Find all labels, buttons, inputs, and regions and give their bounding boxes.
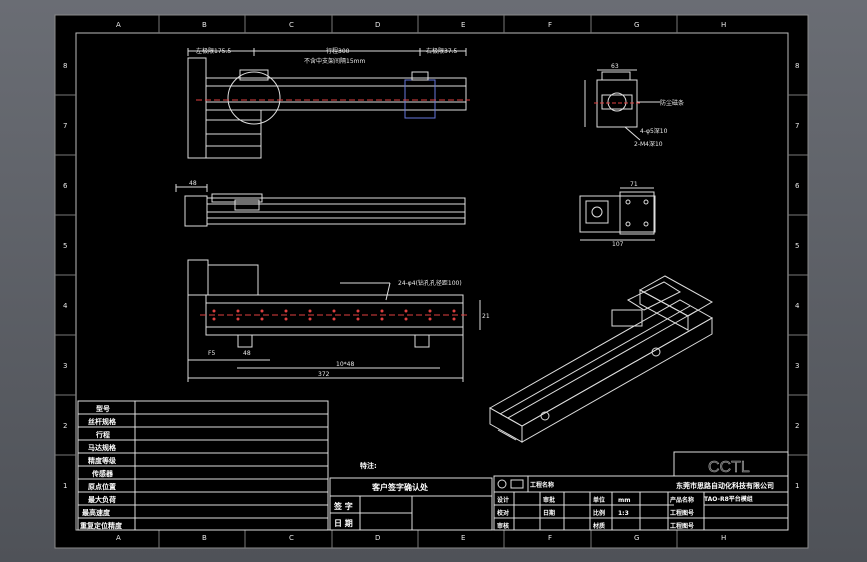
tb-design: 设计 bbox=[497, 496, 509, 504]
tb-scale-value: 1:3 bbox=[618, 510, 629, 517]
col-mark-h: H bbox=[721, 21, 726, 29]
row-mark-6-right: 6 bbox=[795, 182, 800, 190]
tb-approve: 审核 bbox=[497, 522, 509, 530]
bottom-view bbox=[187, 259, 481, 382]
param-origin: 原点位置 bbox=[88, 482, 116, 491]
top-view bbox=[187, 48, 470, 159]
col-mark-a-bottom: A bbox=[116, 534, 121, 542]
row-mark-5-right: 5 bbox=[795, 242, 799, 250]
dim-stroke: 行程300 bbox=[326, 47, 350, 55]
param-model: 型号 bbox=[96, 404, 110, 413]
drawing-sheet bbox=[54, 14, 809, 549]
row-mark-3-right: 3 bbox=[795, 362, 799, 370]
col-mark-c-bottom: C bbox=[289, 534, 294, 542]
col-mark-g-bottom: G bbox=[634, 534, 639, 542]
param-stroke: 行程 bbox=[95, 430, 110, 439]
tb-check: 校对 bbox=[497, 509, 509, 517]
row-mark-2: 2 bbox=[63, 422, 67, 430]
remarks-label: 特注: bbox=[360, 461, 377, 470]
row-mark-2-right: 2 bbox=[795, 422, 799, 430]
end-label-dust: 防尘磁条 bbox=[660, 99, 684, 107]
param-screw: 丝杆规格 bbox=[88, 417, 117, 426]
col-mark-e: E bbox=[461, 21, 465, 29]
tb-drawing-no: 工程图号 bbox=[670, 509, 694, 517]
engineering-name-label: 工程名称 bbox=[530, 481, 554, 489]
dim-f5: F5 bbox=[208, 350, 215, 357]
row-mark-7-right: 7 bbox=[795, 122, 799, 130]
col-mark-h-bottom: H bbox=[721, 534, 726, 542]
col-mark-g: G bbox=[634, 21, 639, 29]
tb-engineering-no: 工程图号 bbox=[670, 522, 694, 530]
tb-date: 日期 bbox=[543, 509, 555, 517]
dim-end-63: 63 bbox=[611, 63, 619, 70]
end-view-top bbox=[584, 69, 660, 141]
confirm-date-label: 日 期 bbox=[334, 518, 353, 528]
company-name: 东莞市思路自动化科技有限公司 bbox=[676, 481, 774, 490]
confirm-title: 客户签字确认处 bbox=[371, 482, 429, 492]
dim-48: 48 bbox=[243, 350, 251, 357]
column-ticks bbox=[55, 15, 808, 548]
tb-review: 审批 bbox=[543, 496, 555, 504]
dim-left-limit: 左极限175.5 bbox=[196, 47, 231, 55]
column-markers: A B C D E F G H A B C D E F G H bbox=[116, 21, 726, 542]
tb-unit: 单位 bbox=[593, 496, 605, 504]
front-view bbox=[175, 184, 466, 227]
col-mark-f-bottom: F bbox=[548, 534, 552, 542]
end-label-threads: 2-M4深10 bbox=[634, 140, 663, 148]
dim-end-107: 107 bbox=[612, 241, 624, 248]
param-table bbox=[77, 400, 329, 531]
dim-side-48: 48 bbox=[189, 180, 197, 187]
row-mark-8-right: 8 bbox=[795, 62, 799, 70]
param-max-speed: 最高速度 bbox=[82, 508, 111, 517]
isometric-view bbox=[488, 275, 714, 443]
dim-end-71: 71 bbox=[630, 181, 638, 188]
tb-product-name: 产品名称 bbox=[670, 496, 694, 504]
col-mark-b: B bbox=[202, 21, 207, 29]
bolt-holes bbox=[212, 309, 456, 321]
row-markers: 8 7 6 5 4 3 2 1 8 7 6 5 4 3 2 1 bbox=[63, 62, 800, 490]
param-precision: 精度等级 bbox=[88, 456, 117, 465]
param-max-load: 最大负荷 bbox=[88, 495, 116, 504]
dim-right-limit: 右极限37.5 bbox=[426, 47, 458, 55]
row-mark-6: 6 bbox=[63, 182, 68, 190]
row-mark-1: 1 bbox=[63, 482, 67, 490]
dim-bolt-note: 24-φ4(钻孔孔径距100) bbox=[398, 279, 462, 287]
end-view-bottom bbox=[579, 187, 656, 241]
row-mark-1-right: 1 bbox=[795, 482, 799, 490]
col-mark-b-bottom: B bbox=[202, 534, 207, 542]
tb-unit-value: mm bbox=[618, 497, 631, 504]
confirm-box bbox=[329, 477, 493, 531]
param-repeat-accuracy: 重复定位精度 bbox=[80, 521, 123, 530]
param-sensor: 传感器 bbox=[91, 469, 114, 478]
col-mark-c: C bbox=[289, 21, 294, 29]
tb-scale: 比例 bbox=[593, 509, 605, 517]
row-mark-8: 8 bbox=[63, 62, 67, 70]
col-mark-d-bottom: D bbox=[375, 534, 380, 542]
title-block bbox=[493, 451, 789, 531]
row-mark-7: 7 bbox=[63, 122, 67, 130]
end-label-holes: 4-φ5深10 bbox=[640, 127, 668, 135]
col-mark-a: A bbox=[116, 21, 121, 29]
dim-372: 372 bbox=[318, 371, 330, 378]
confirm-sign-label: 签 字 bbox=[333, 501, 353, 511]
company-logo: CCTL bbox=[708, 459, 750, 476]
row-mark-4-right: 4 bbox=[795, 302, 800, 310]
param-motor: 马达规格 bbox=[88, 443, 117, 452]
model-name: TAO-R8平台模组 bbox=[704, 495, 753, 503]
dim-note: 不含中支架间隔15mm bbox=[304, 57, 365, 65]
dim-21: 21 bbox=[482, 313, 490, 320]
col-mark-f: F bbox=[548, 21, 552, 29]
col-mark-d: D bbox=[375, 21, 380, 29]
col-mark-e-bottom: E bbox=[461, 534, 465, 542]
tb-material: 材质 bbox=[592, 522, 605, 530]
row-mark-3: 3 bbox=[63, 362, 67, 370]
row-mark-5: 5 bbox=[63, 242, 67, 250]
row-mark-4: 4 bbox=[63, 302, 68, 310]
dim-pitch: 10*48 bbox=[336, 361, 354, 368]
